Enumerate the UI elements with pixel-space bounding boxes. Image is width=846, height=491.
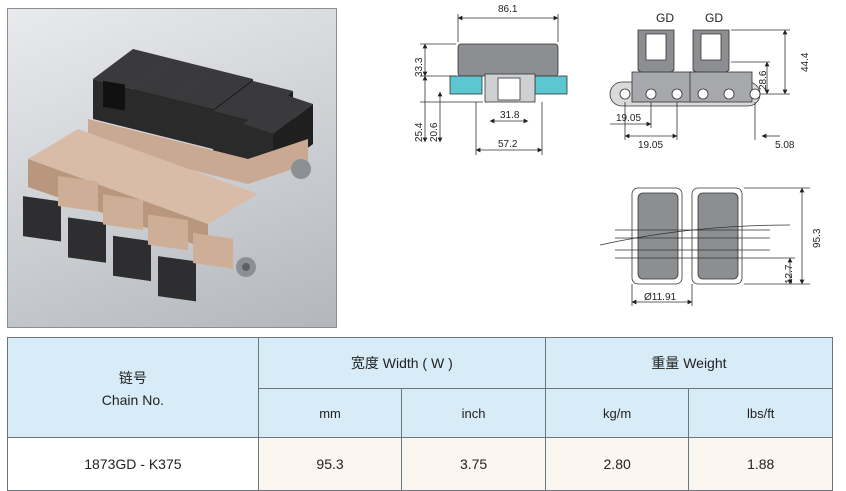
front-base-label: 57.2	[498, 139, 518, 150]
front-width-label: 86.1	[498, 4, 518, 15]
top-width-label: 95.3	[812, 228, 823, 248]
weight-header: 重量 Weight	[544, 337, 834, 389]
top-pin-offset-label: 12.7	[784, 264, 795, 284]
unit-kgm: kg/m	[544, 388, 690, 438]
back-module-row	[88, 49, 313, 184]
front-view	[420, 14, 568, 155]
row-lbsft: 1.88	[688, 437, 833, 491]
chain-no-cn: 链号	[118, 369, 147, 386]
width-header: 宽度 Width ( W )	[257, 337, 546, 389]
product-photo	[7, 8, 337, 328]
row-chain-no: 1873GD - K375	[7, 437, 259, 491]
front-h3-label: 20.6	[429, 122, 440, 142]
unit-inch: inch	[401, 388, 546, 438]
top-pin-dia-label: Ø11.91	[644, 292, 676, 303]
side-pitch1-label: 19.05	[616, 113, 641, 124]
spec-table: 链号 Chain No. 宽度 Width ( W ) 重量 Weight mm…	[7, 337, 834, 491]
side-pitch2-label: 19.05	[638, 140, 663, 151]
row-inch: 3.75	[401, 437, 546, 491]
technical-drawing: 86.1 33.3 25.4 20.6 31.8 57.2 GD GD 44.4…	[414, 4, 823, 306]
gd-right-label: GD	[705, 11, 723, 25]
side-offset-label: 5.08	[775, 140, 795, 151]
side-view	[609, 29, 790, 140]
front-h1-label: 33.3	[414, 57, 425, 77]
gd-left-label: GD	[656, 11, 674, 25]
table-row: 1873GD - K375 95.3 3.75 2.80 1.88	[7, 437, 833, 491]
chain-no-en: Chain No.	[101, 391, 165, 408]
front-inner-label: 31.8	[500, 110, 520, 121]
side-h-label: 44.4	[800, 52, 811, 72]
row-mm: 95.3	[257, 437, 403, 491]
chain-illustration	[23, 49, 313, 302]
top-view	[599, 187, 810, 306]
side-h2-label: 28.6	[758, 70, 769, 90]
unit-lbsft: lbs/ft	[688, 388, 833, 438]
front-module-row	[23, 129, 258, 302]
unit-mm: mm	[257, 388, 403, 438]
front-h2-label: 25.4	[414, 122, 425, 142]
row-kgm: 2.80	[544, 437, 690, 491]
chain-no-header: 链号 Chain No.	[7, 337, 259, 438]
